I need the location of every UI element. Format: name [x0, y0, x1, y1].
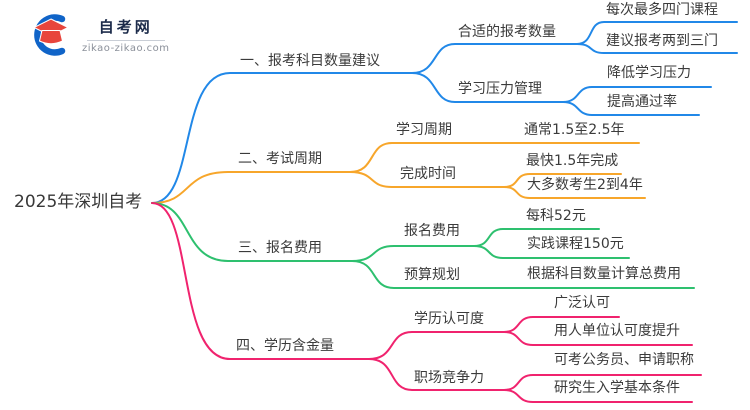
connector-sub-to-leaf-employer: [503, 331, 693, 346]
topic-registration-fee: 三、报名费用: [238, 240, 322, 256]
subtopic-suitable-count: 合适的报考数量: [458, 24, 556, 40]
connector-sub1-to-leaf1: [576, 21, 738, 45]
leaf-employer-recognition: 用人单位认可度提升: [554, 323, 680, 339]
subtopic-study-cycle: 学习周期: [396, 122, 452, 138]
connector-sub2-to-leaf2: [562, 101, 700, 116]
connector-root-to-topic3: [151, 202, 353, 262]
connector-root-to-topic4: [151, 202, 370, 360]
connector-topic3-to-sub1: [351, 245, 475, 262]
graduation-cap-icon: [32, 14, 70, 56]
leaf-widely-recognized: 广泛认可: [554, 295, 610, 311]
root-node: 2025年深圳自考: [14, 192, 143, 212]
subtopic-budget-planning: 预算规划: [404, 267, 460, 283]
connector-topic2-to-sub2: [349, 171, 505, 188]
connector-sub-to-leaf-150: [473, 245, 630, 259]
subtopic-fee: 报名费用: [404, 223, 460, 239]
leaf-usually-years: 通常1.5至2.5年: [524, 122, 625, 138]
logo-divider: [86, 40, 165, 41]
subtopic-career-competitiveness: 职场竞争力: [414, 370, 484, 386]
topic-degree-value: 四、学历含金量: [236, 338, 334, 354]
leaf-reduce-pressure: 降低学习压力: [607, 65, 691, 81]
connector-topic2-to-sub1: [349, 142, 640, 173]
connector-topic1-to-sub1: [411, 43, 578, 74]
connector-root-to-topic1: [151, 72, 413, 204]
connector-topic4-to-sub1: [368, 331, 505, 360]
leaf-raise-pass-rate: 提高通过率: [607, 94, 677, 110]
connector-root-to-topic2: [151, 171, 351, 204]
connector-sub1-to-leaf2: [576, 43, 738, 54]
connector-sub-to-leaf-postgrad: [503, 389, 693, 403]
connector-topic1-to-sub2: [411, 72, 564, 103]
connector-sub-to-leaf-most: [503, 186, 646, 199]
subtopic-degree-recognition: 学历认可度: [414, 311, 484, 327]
connector-topic3-to-sub2: [351, 260, 695, 289]
site-logo: 自考网 zikao-zikao.com: [28, 12, 169, 58]
logo-domain: zikao-zikao.com: [82, 43, 170, 54]
topic-exam-cycle: 二、考试周期: [238, 151, 322, 167]
subtopic-pressure-management: 学习压力管理: [458, 81, 542, 97]
leaf-civil-servant-title: 可考公务员、申请职称: [554, 352, 694, 368]
leaf-most-candidates: 大多数考生2到4年: [527, 177, 643, 193]
leaf-practical-course-fee: 实践课程150元: [527, 236, 624, 252]
logo-text: 自考网 zikao-zikao.com: [82, 16, 169, 54]
leaf-fee-per-subject: 每科52元: [526, 208, 586, 224]
leaf-max-four-courses: 每次最多四门课程: [606, 2, 718, 18]
topic-subject-count-advice: 一、报考科目数量建议: [240, 53, 380, 69]
leaf-postgrad-requirement: 研究生入学基本条件: [554, 380, 680, 396]
connector-topic4-to-sub2: [368, 358, 505, 391]
logo-title: 自考网: [98, 18, 153, 36]
leaf-fastest-finish: 最快1.5年完成: [526, 153, 619, 169]
leaf-suggest-two-three: 建议报考两到三门: [606, 33, 718, 49]
leaf-total-cost-calc: 根据科目数量计算总费用: [527, 266, 681, 282]
subtopic-completion-time: 完成时间: [400, 166, 456, 182]
